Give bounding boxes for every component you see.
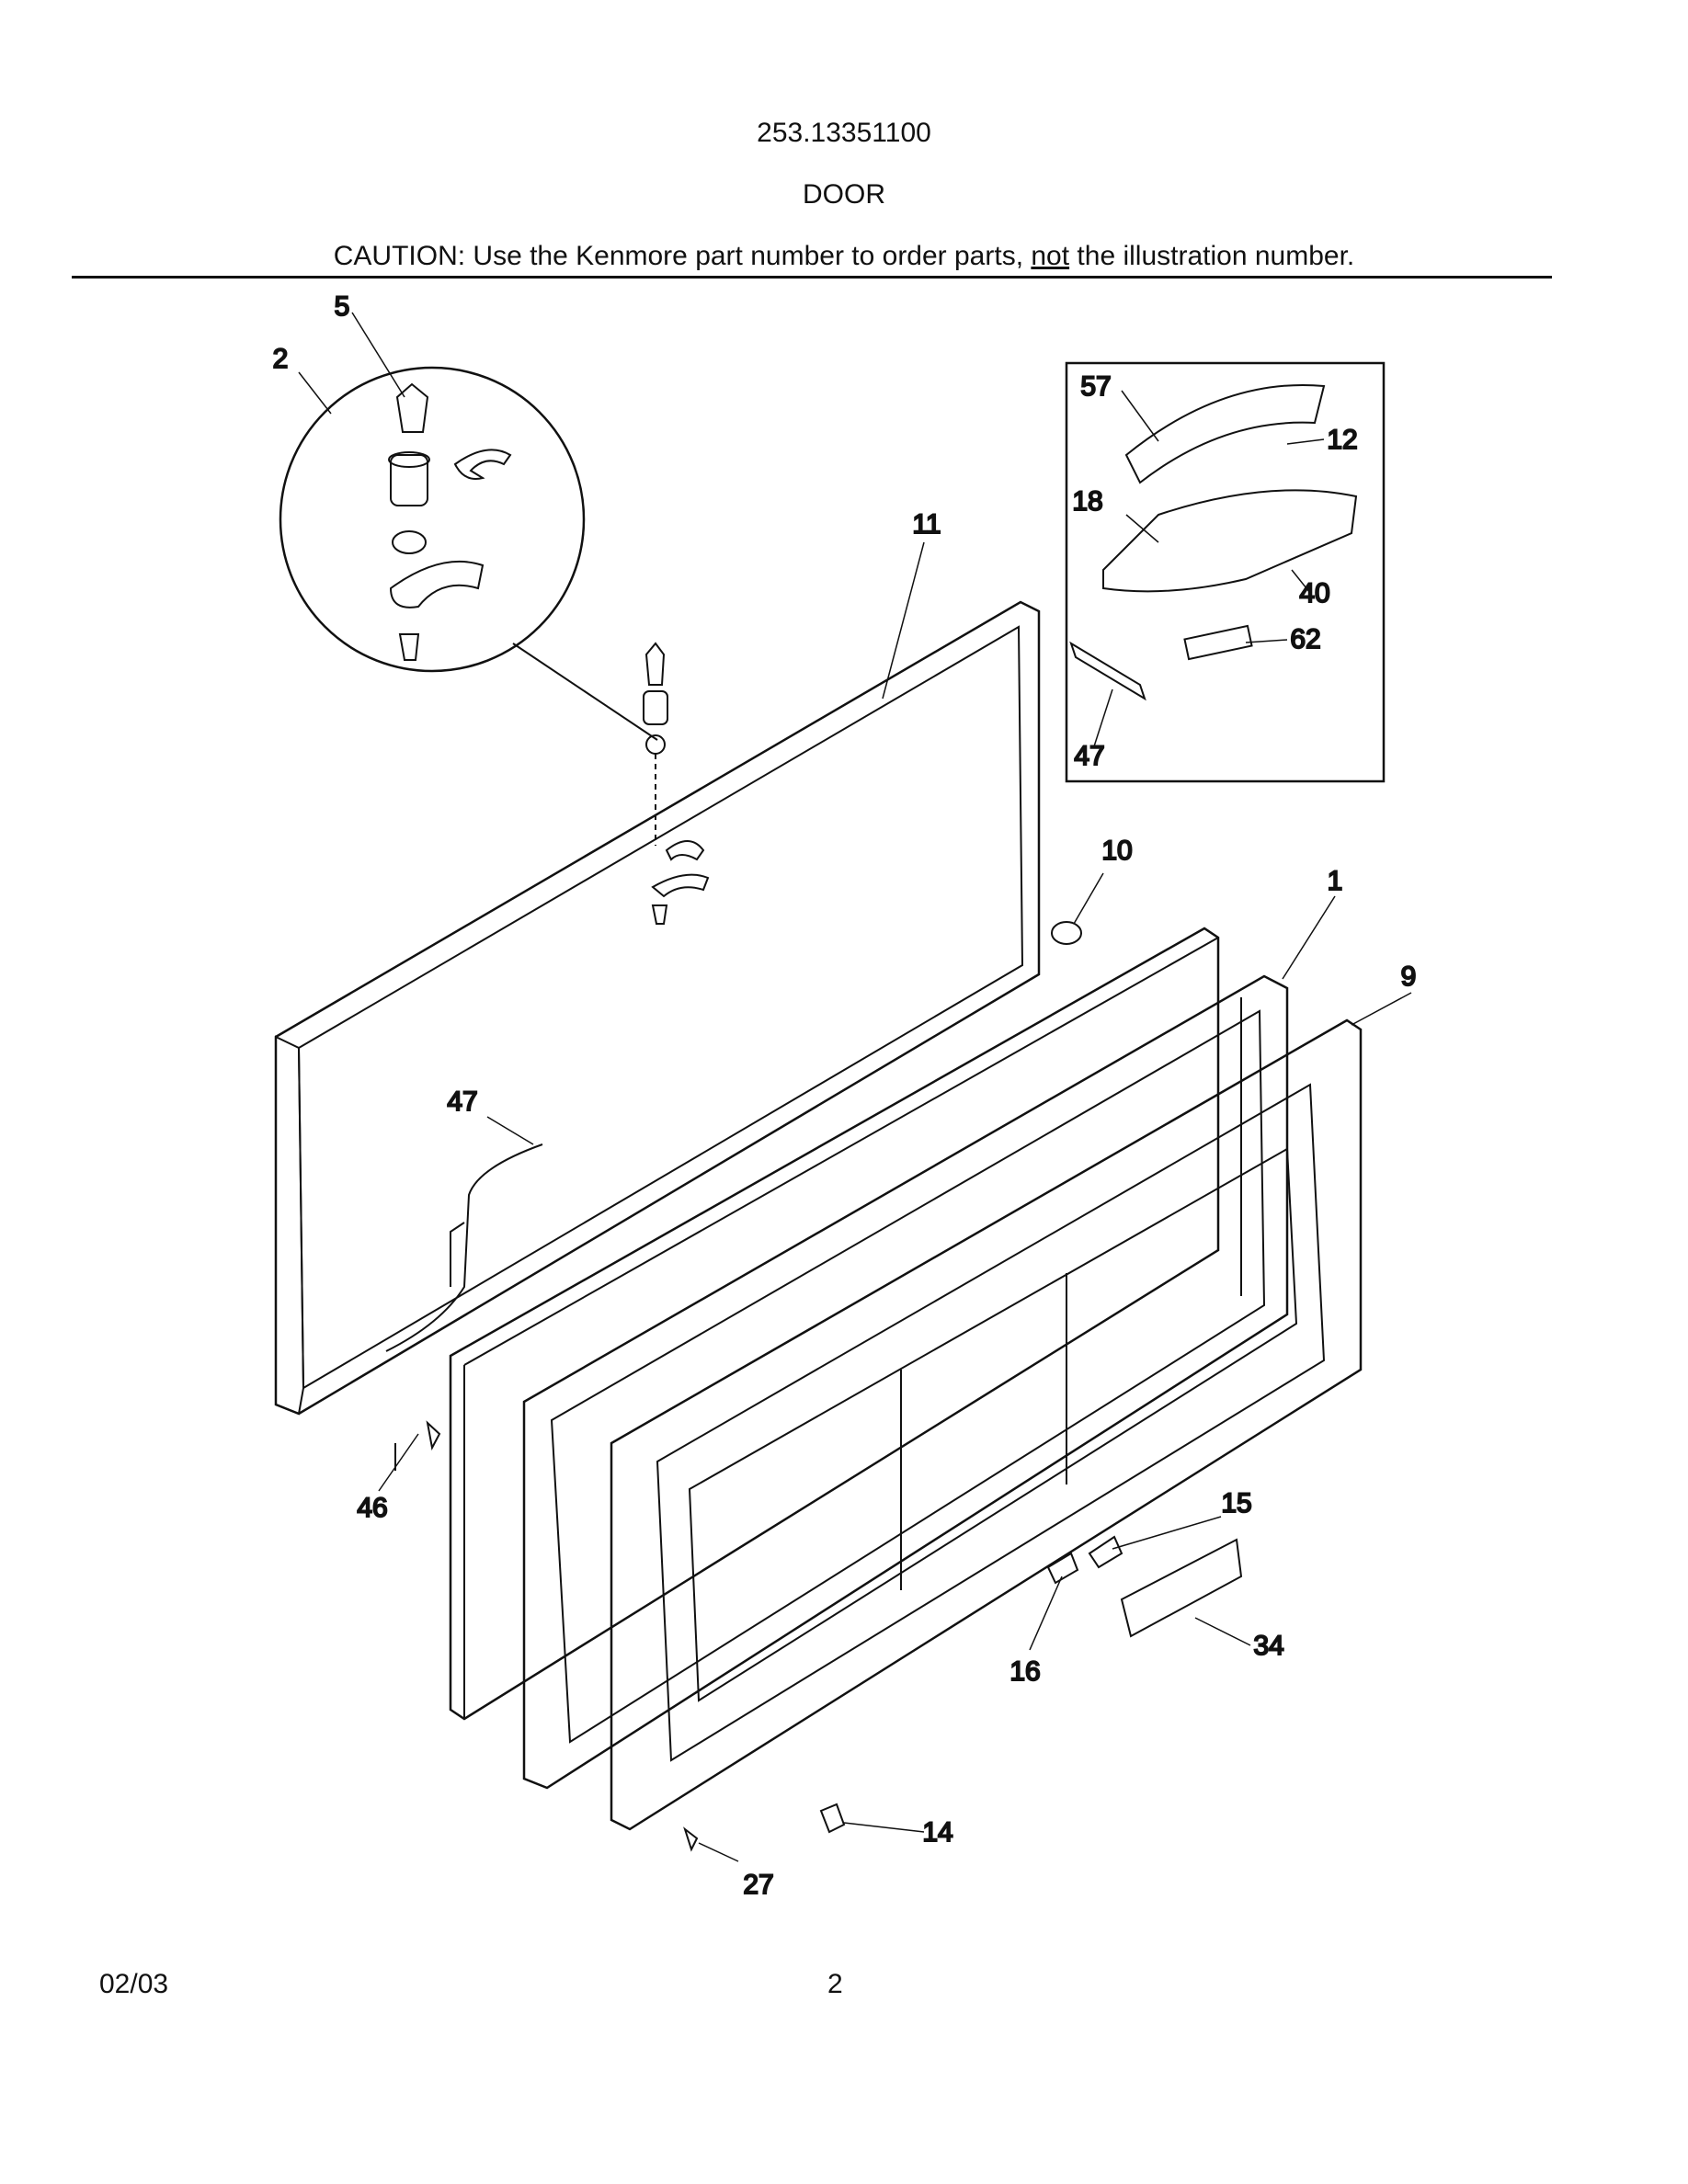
- lock-parts-small: [643, 642, 710, 925]
- insulation-block: [449, 927, 1220, 1721]
- callout-57: 57: [1080, 371, 1111, 402]
- caution-prefix: CAUTION: Use the Kenmore part number to …: [333, 241, 1032, 271]
- callout-5: 5: [335, 291, 350, 322]
- header-rule: [72, 276, 1552, 279]
- inner-door-liner: [610, 1018, 1363, 1831]
- callout-9: 9: [1401, 961, 1417, 992]
- caution-emphasis: not: [1031, 241, 1070, 271]
- callout-14: 14: [922, 1817, 952, 1848]
- footer-date: 02/03: [99, 1969, 169, 1999]
- callout-11: 11: [912, 509, 941, 540]
- leader-lines: [298, 312, 1412, 1862]
- callout-12: 12: [1327, 425, 1357, 455]
- callout-62: 62: [1290, 624, 1320, 654]
- control-housing: [1069, 383, 1358, 701]
- callout-18: 18: [1072, 486, 1102, 517]
- model-number: 253.13351100: [757, 118, 931, 148]
- page-number: 2: [827, 1969, 843, 1999]
- lock-detail-circle: [279, 366, 586, 673]
- callout-10: 10: [1101, 836, 1132, 866]
- callout-2: 2: [273, 344, 289, 374]
- section-title: DOOR: [803, 179, 885, 210]
- small-parts: [394, 921, 1243, 1852]
- caution-suffix: the illustration number.: [1069, 241, 1355, 271]
- door-gasket: [522, 974, 1289, 1790]
- detail-leader-line: [512, 643, 658, 741]
- callout-34: 34: [1253, 1631, 1283, 1661]
- callout-27: 27: [743, 1870, 773, 1900]
- callout-47-inset: 47: [1074, 741, 1104, 771]
- callout-47: 47: [447, 1086, 477, 1117]
- wire-harness-branch: [450, 1222, 465, 1287]
- callout-16: 16: [1009, 1656, 1040, 1687]
- outer-door-panel: [274, 600, 1041, 1416]
- wire-harness: [385, 1143, 543, 1352]
- callout-1: 1: [1328, 866, 1343, 896]
- callout-15: 15: [1221, 1488, 1251, 1519]
- control-inset-box: [1065, 361, 1386, 783]
- callout-46: 46: [357, 1493, 387, 1523]
- caution-note: CAUTION: Use the Kenmore part number to …: [0, 241, 1688, 272]
- callout-40: 40: [1299, 578, 1329, 609]
